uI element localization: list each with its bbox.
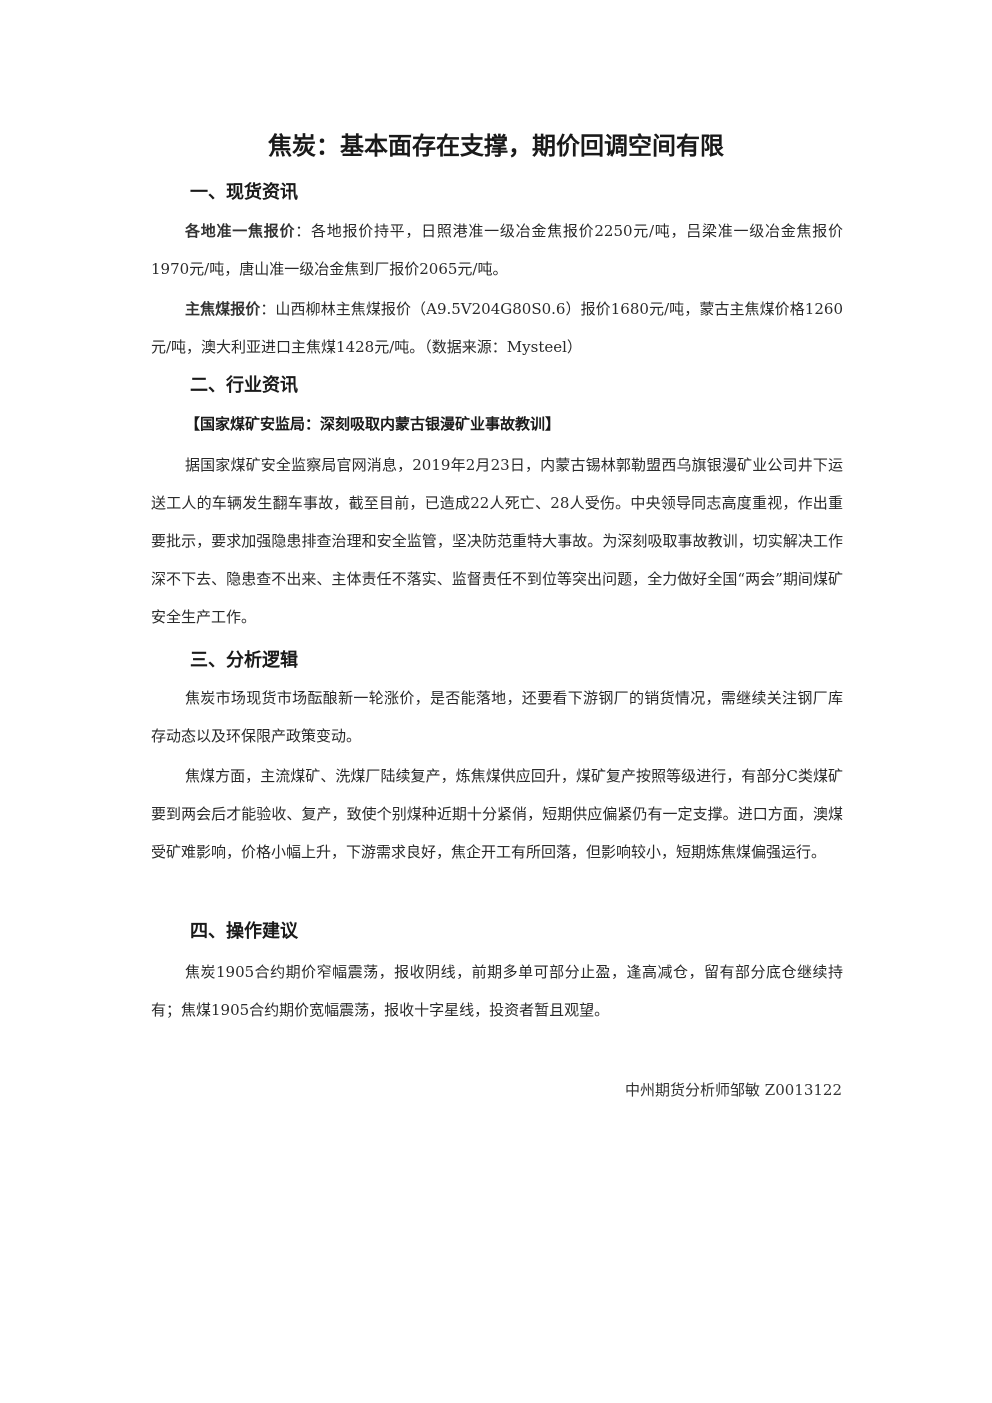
paragraph-coke-analysis: 焦炭市场现货市场酝酿新一轮涨价，是否能落地，还要看下游钢厂的销货情况，需继续关注… bbox=[151, 689, 843, 745]
paragraph-industry-news: 据国家煤矿安全监察局官网消息，2019年2月23日，内蒙古锡林郭勒盟西乌旗银漫矿… bbox=[151, 456, 843, 626]
news-headline: 【国家煤矿安监局：深刻吸取内蒙古银漫矿业事故教训】 bbox=[185, 415, 561, 433]
paragraph-coking-coal-analysis: 焦煤方面，主流煤矿、洗煤厂陆续复产，炼焦煤供应回升，煤矿复产按照等级进行，有部分… bbox=[151, 767, 843, 861]
lead-coking-coal-prices: 主焦煤报价 bbox=[185, 300, 261, 318]
document-title: 焦炭：基本面存在支撑，期价回调空间有限 bbox=[268, 132, 724, 160]
section-heading-analysis: 三、分析逻辑 bbox=[190, 650, 298, 671]
paragraph-trading-advice: 焦炭1905合约期价窄幅震荡，报收阴线，前期多单可部分止盈，逢高减仓，留有部分底… bbox=[151, 963, 843, 1019]
text-coking-coal-prices: ：山西柳林主焦煤报价（A9.5V204G80S0.6）报价1680元/吨，蒙古主… bbox=[151, 300, 843, 356]
section-heading-spot-info: 一、现货资讯 bbox=[190, 182, 298, 203]
lead-coke-prices: 各地准一焦报价 bbox=[185, 222, 296, 240]
paragraph-coking-coal-prices: 主焦煤报价：山西柳林主焦煤报价（A9.5V204G80S0.6）报价1680元/… bbox=[151, 290, 843, 366]
text-coke-prices: ：各地报价持平，日照港准一级冶金焦报价2250元/吨，吕梁准一级冶金焦报价197… bbox=[151, 222, 843, 278]
section-heading-industry-news: 二、行业资讯 bbox=[190, 375, 298, 396]
analyst-signature: 中州期货分析师邹敏 Z0013122 bbox=[625, 1081, 842, 1099]
section-heading-trading-advice: 四、操作建议 bbox=[190, 921, 298, 942]
paragraph-coke-prices: 各地准一焦报价：各地报价持平，日照港准一级冶金焦报价2250元/吨，吕梁准一级冶… bbox=[151, 212, 843, 288]
